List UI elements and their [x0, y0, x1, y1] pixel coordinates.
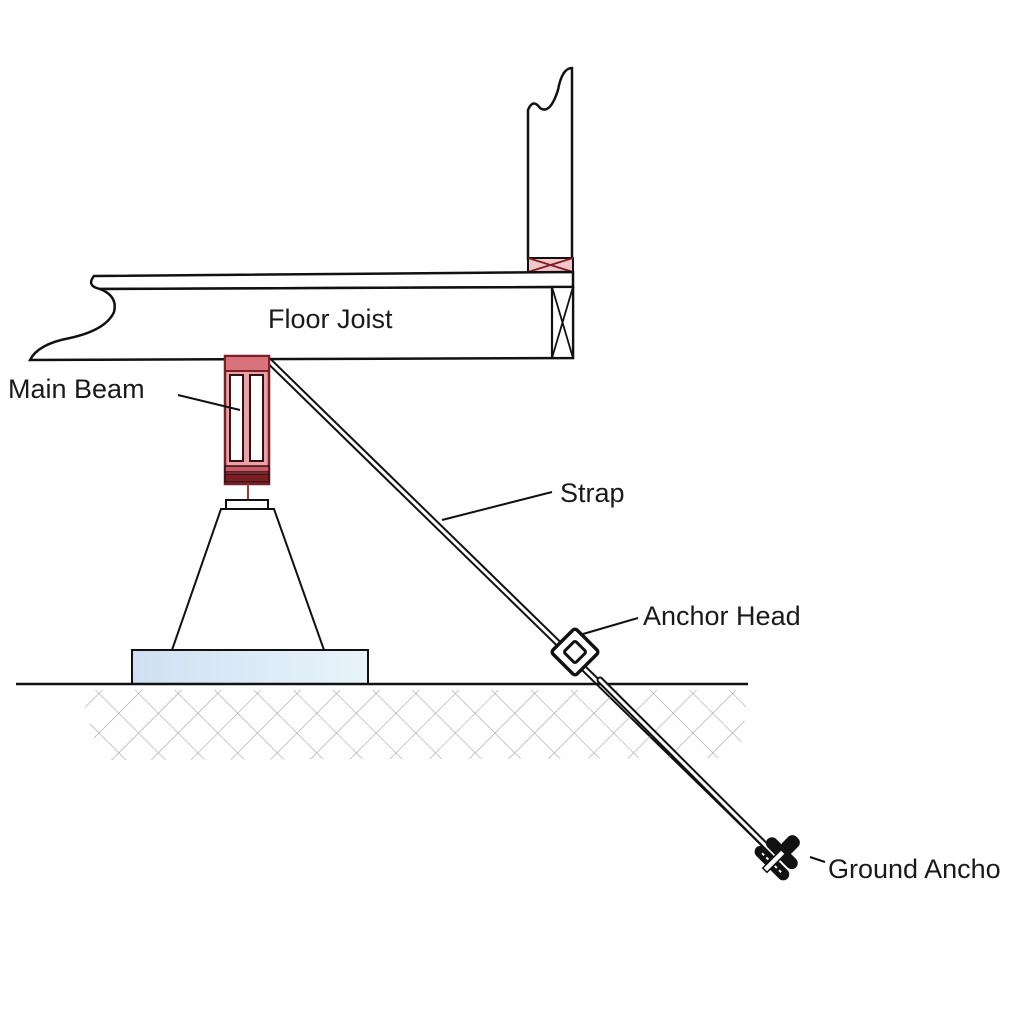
footing-pad [131, 649, 369, 685]
main-beam-leader [177, 394, 241, 411]
main-beam-label: Main Beam [8, 374, 145, 404]
anchor-head-leader [582, 617, 639, 635]
anchor-rod [596, 676, 779, 859]
ground-anchor-label: Ground Ancho [828, 854, 1001, 884]
strap-leader [441, 491, 553, 521]
ground-anchor-leader [809, 856, 826, 863]
wall-stud [526, 66, 574, 273]
anchor-head [550, 627, 600, 677]
soil-hatch [80, 690, 748, 760]
ground-anchor [754, 835, 800, 881]
floor-joist-label: Floor Joist [268, 304, 393, 334]
anchor-head-label: Anchor Head [643, 601, 801, 631]
main-beam [223, 354, 271, 500]
strap-label: Strap [560, 478, 625, 508]
floor-joist: Floor Joist [27, 270, 575, 362]
pier [170, 499, 326, 651]
